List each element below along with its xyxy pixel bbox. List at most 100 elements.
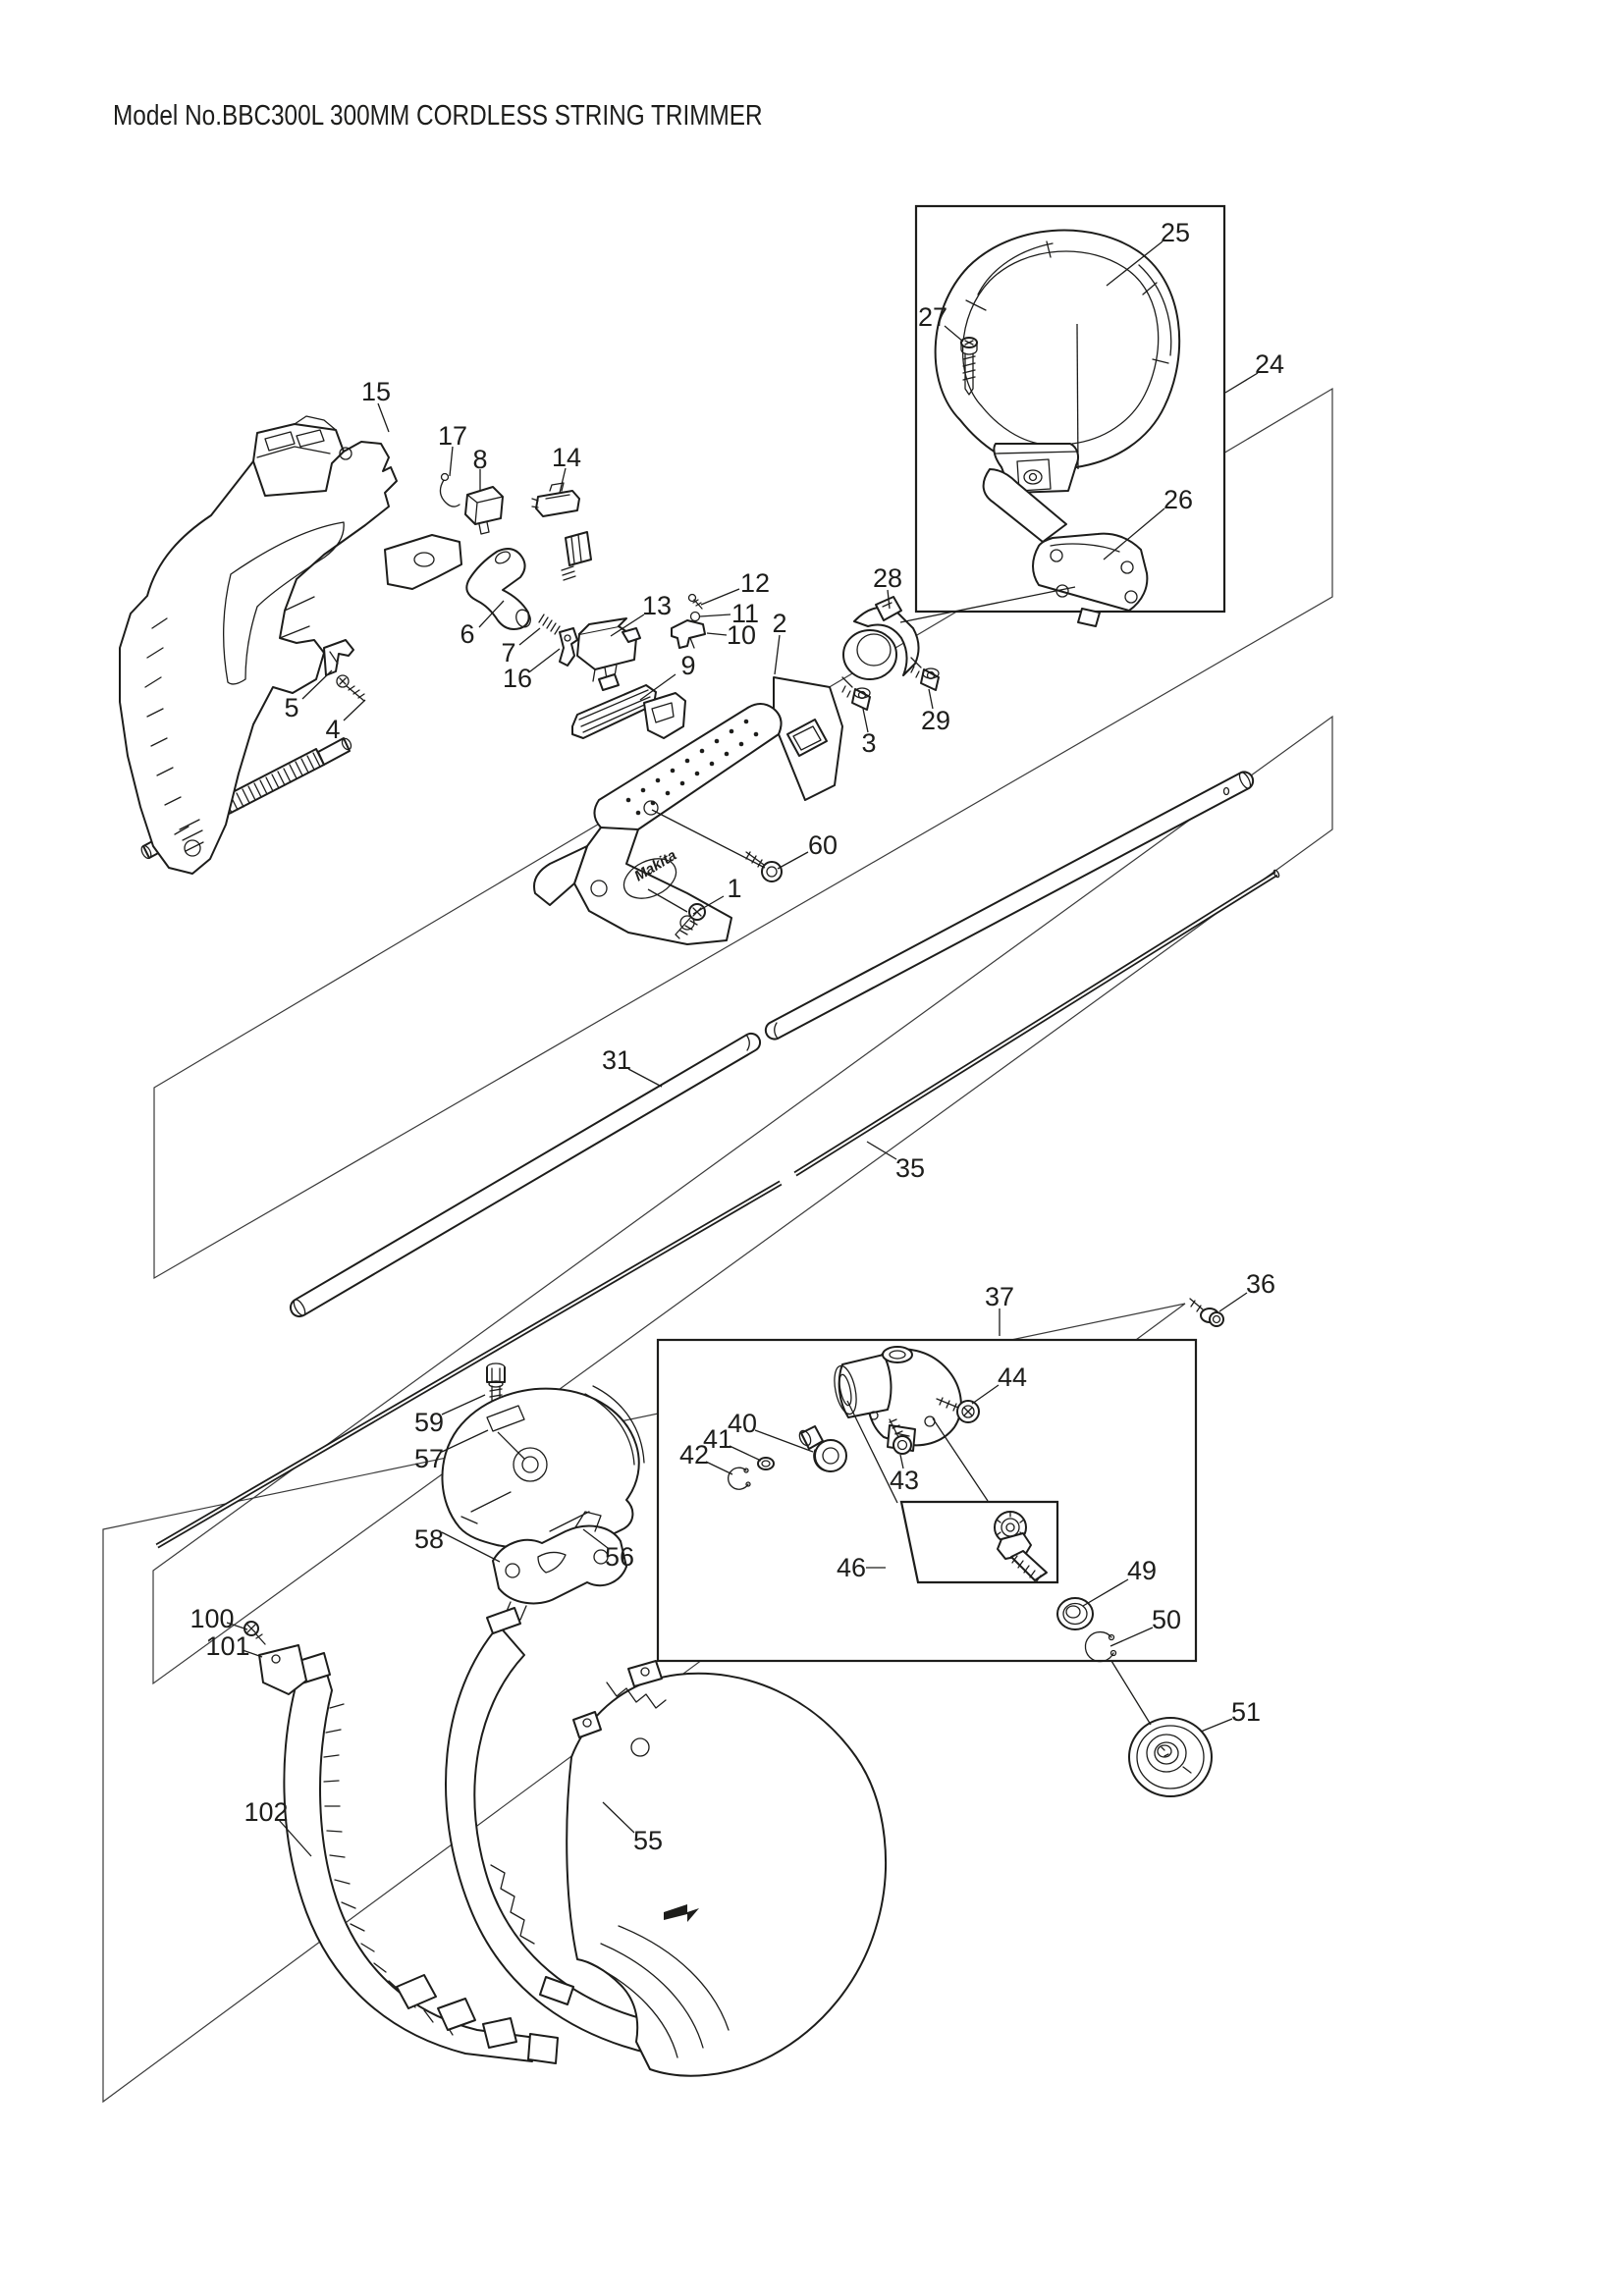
part-number-26: 26 xyxy=(1163,485,1193,514)
part-label-28: 28 xyxy=(873,563,902,610)
leader-line-26 xyxy=(1103,507,1165,561)
leader-line-36 xyxy=(1218,1292,1248,1312)
leader-line-27 xyxy=(944,325,964,343)
part-number-29: 29 xyxy=(921,706,950,735)
leader-line-9 xyxy=(639,673,676,701)
part-label-29: 29 xyxy=(921,688,950,735)
leader-line-28 xyxy=(887,589,891,610)
handle-screw-27 xyxy=(960,337,978,396)
part-label-55: 55 xyxy=(602,1801,663,1855)
leader-line-12 xyxy=(700,588,740,606)
part-number-16: 16 xyxy=(503,664,532,693)
part-number-44: 44 xyxy=(998,1362,1027,1392)
part-label-6: 6 xyxy=(460,600,505,649)
screw-4 xyxy=(336,674,365,702)
part-label-36: 36 xyxy=(1218,1269,1275,1312)
leader-line-50 xyxy=(1109,1627,1154,1647)
part-number-49: 49 xyxy=(1127,1556,1157,1585)
part-labels-layer: 1234567891011121314151617242526272829313… xyxy=(189,218,1284,1857)
screw-60 xyxy=(745,851,783,882)
part-number-25: 25 xyxy=(1161,218,1190,247)
part-number-14: 14 xyxy=(552,443,581,472)
part-label-4: 4 xyxy=(325,699,366,744)
part-label-13: 13 xyxy=(610,591,672,637)
drive-shaft-35 xyxy=(155,869,1280,1549)
part-label-12: 12 xyxy=(700,568,770,606)
part-label-37: 37 xyxy=(985,1282,1014,1336)
leader-line-43 xyxy=(899,1454,904,1469)
snap-ring-42 xyxy=(728,1467,751,1490)
part-label-59: 59 xyxy=(414,1394,486,1437)
part-number-8: 8 xyxy=(472,445,487,474)
torsion-clip-17 xyxy=(439,472,460,507)
leader-line-15 xyxy=(377,402,390,433)
part-label-3: 3 xyxy=(861,708,877,758)
leader-line-40 xyxy=(754,1429,814,1453)
part-label-8: 8 xyxy=(472,445,488,491)
bolt-44 xyxy=(936,1397,980,1423)
part-number-10: 10 xyxy=(727,620,756,650)
part-number-12: 12 xyxy=(740,568,770,598)
part-number-24: 24 xyxy=(1255,349,1284,379)
part-label-40: 40 xyxy=(728,1409,814,1453)
leader-line-4 xyxy=(343,699,366,721)
part-label-10: 10 xyxy=(706,620,756,650)
switch-13 xyxy=(576,617,641,691)
part-number-60: 60 xyxy=(808,830,838,860)
leader-line-1 xyxy=(692,895,725,915)
part-label-51: 51 xyxy=(1200,1697,1261,1733)
part-number-7: 7 xyxy=(501,638,515,667)
part-number-11: 11 xyxy=(731,599,759,628)
leader-line-60 xyxy=(777,851,809,870)
leader-line-14 xyxy=(559,467,567,494)
part-number-43: 43 xyxy=(890,1466,919,1495)
part-number-17: 17 xyxy=(438,421,467,451)
part-label-16: 16 xyxy=(503,648,561,693)
shaft-group-outline-lower xyxy=(152,715,1333,1685)
part-number-1: 1 xyxy=(727,874,741,903)
leader-line-3 xyxy=(862,708,869,733)
part-label-58: 58 xyxy=(414,1524,501,1563)
part-label-25: 25 xyxy=(1106,218,1190,287)
part-label-24: 24 xyxy=(1224,349,1284,394)
leader-line-7 xyxy=(518,627,541,646)
part-number-46: 46 xyxy=(837,1553,866,1582)
leader-line-35 xyxy=(866,1141,897,1160)
leader-line-100 xyxy=(226,1622,248,1630)
motor-housing-left-15 xyxy=(119,415,462,875)
part-label-49: 49 xyxy=(1082,1556,1157,1607)
pipe-clamp-28 xyxy=(842,596,920,680)
part-number-57: 57 xyxy=(414,1444,444,1473)
contact-plate-16 xyxy=(559,627,578,667)
part-number-6: 6 xyxy=(460,619,474,649)
page-title: Model No.BBC300L 300MM CORDLESS STRING T… xyxy=(113,99,763,131)
part-label-50: 50 xyxy=(1109,1605,1181,1647)
part-label-46: 46 xyxy=(837,1553,886,1582)
snap-ring-50 xyxy=(1084,1630,1117,1663)
part-label-56: 56 xyxy=(582,1528,634,1572)
part-label-102: 102 xyxy=(243,1797,312,1857)
spindle-46 xyxy=(994,1511,1048,1583)
clamp-plate-58 xyxy=(492,1511,627,1621)
bolt-29 xyxy=(910,657,940,691)
trigger-lever-6 xyxy=(465,548,531,630)
part-number-100: 100 xyxy=(189,1604,234,1633)
part-number-42: 42 xyxy=(679,1440,709,1469)
part-label-26: 26 xyxy=(1103,485,1193,561)
slider-9 xyxy=(571,684,686,739)
leader-line-57 xyxy=(441,1429,489,1453)
leader-line-44 xyxy=(971,1384,1000,1405)
leader-line-5 xyxy=(301,669,333,700)
part-label-42: 42 xyxy=(679,1440,733,1475)
part-number-3: 3 xyxy=(861,728,876,758)
protector-cover-55 xyxy=(566,1660,888,2077)
leader-line-42 xyxy=(705,1461,733,1475)
part-label-101: 101 xyxy=(205,1631,263,1661)
spring-7 xyxy=(538,614,561,635)
leader-line-6 xyxy=(478,600,505,628)
part-number-36: 36 xyxy=(1246,1269,1275,1299)
leader-line-56 xyxy=(582,1528,609,1549)
leader-line-49 xyxy=(1082,1578,1129,1607)
